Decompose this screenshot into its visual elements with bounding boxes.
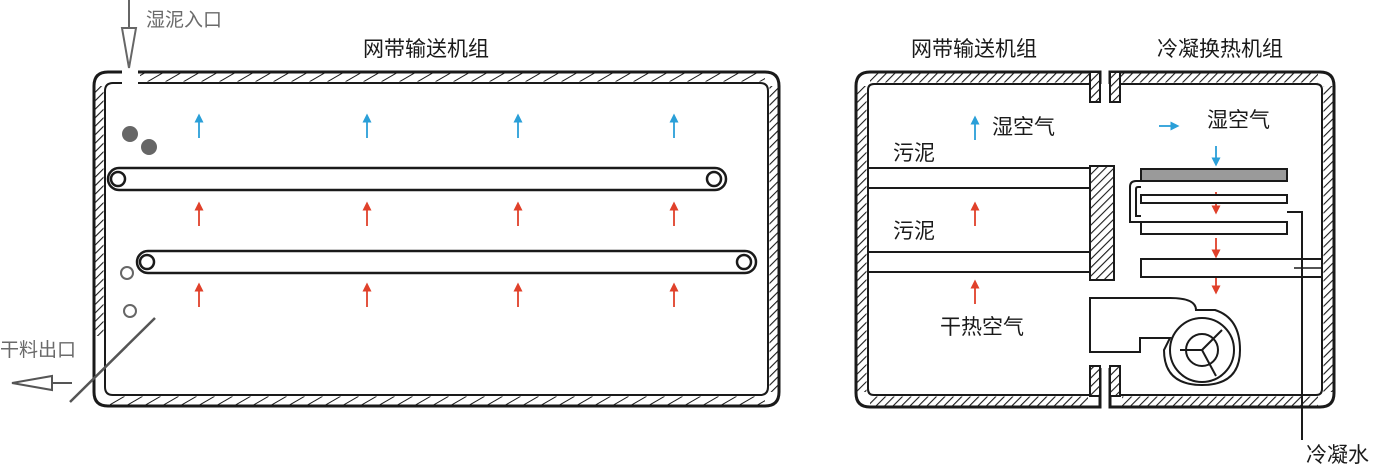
left-belt-unit-title: 网带输送机组 [363, 37, 489, 61]
right-belt-unit-title: 网带输送机组 [911, 37, 1037, 61]
wet-sludge-inlet-label: 湿泥入口 [146, 9, 222, 31]
upper-conveyor-belt [106, 166, 728, 192]
dry-hot-air-label: 干热空气 [940, 315, 1024, 339]
discharge-chute [69, 317, 156, 403]
condenser-plates [1129, 168, 1323, 278]
humid-air-right-label: 湿空气 [1207, 108, 1270, 132]
dry-material-outlet-label: 干料出口 [0, 339, 76, 361]
sludge-shelves [867, 167, 1091, 273]
sludge-upper-label: 污泥 [893, 141, 935, 165]
condensing-unit-title: 冷凝换热机组 [1157, 37, 1283, 61]
condensate-water-label: 冷凝水 [1306, 443, 1369, 467]
condensing-housing [1108, 70, 1336, 409]
left-dryer-housing [92, 70, 781, 408]
fan-icon [1169, 317, 1235, 383]
dry-particle [123, 304, 137, 318]
right-belt-housing [854, 70, 1115, 409]
sludge-lower-label: 污泥 [893, 219, 935, 243]
lower-conveyor-belt [135, 249, 758, 275]
sludge-particle [122, 126, 138, 142]
humid-air-left-label: 湿空气 [992, 115, 1055, 139]
condensate-drain-line [1287, 211, 1322, 440]
sludge-particle [141, 139, 157, 155]
humid-air-arrows-right [970, 115, 1221, 167]
hot-air-arrows [194, 201, 679, 307]
wet-sludge-inlet-arrow [120, 0, 138, 69]
dry-material-outlet-arrow [11, 374, 72, 392]
humid-air-arrows [194, 113, 679, 138]
dry-particle [120, 266, 134, 280]
